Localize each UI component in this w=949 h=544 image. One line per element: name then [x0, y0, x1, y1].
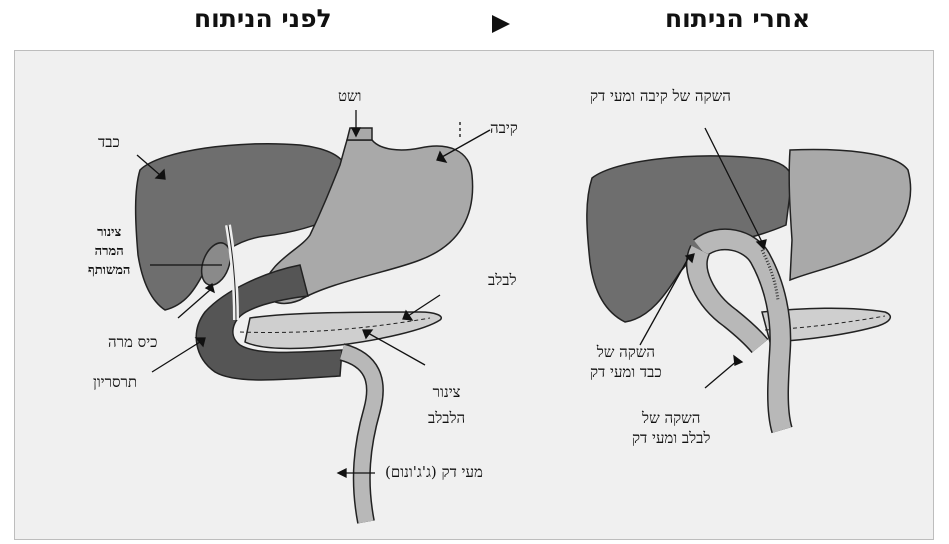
label-jejunum: מעי דק (ג'ג'ונום): [385, 462, 483, 482]
label-liver: כבד: [98, 132, 120, 152]
stomach-after: [789, 150, 910, 280]
label-liver-anastomosis-line-2: כבד ומעי דק: [590, 362, 662, 382]
label-duodenum: תרסריון: [93, 372, 137, 392]
label-pancreas-anastomosis-line-1: השקה של: [632, 408, 710, 428]
label-pancreatic-duct-line-2: הלבלב: [428, 408, 465, 428]
label-pancreas-anastomosis-line-2: לבלב ומעי דק: [632, 428, 710, 448]
label-esophagus: ושט: [338, 86, 362, 106]
label-pancreatic-duct-line-1: צינור: [428, 382, 465, 402]
label-liver-anastomosis-line-1: השקה של: [590, 342, 662, 362]
label-stomach-anastomosis: השקה של קיבה ומעי דק: [590, 86, 731, 106]
pancreas-before: [245, 312, 441, 348]
label-common-bile-duct: צינור המרה המשותף: [88, 223, 130, 280]
label-gallbladder: כיס מרה: [108, 332, 157, 352]
label-common-bile-duct-line-3: המשותף: [88, 261, 130, 280]
label-common-bile-duct-line-1: צינור: [88, 223, 130, 242]
label-liver-anastomosis: השקה של כבד ומעי דק: [590, 342, 662, 382]
label-stomach: קיבה: [490, 118, 518, 138]
label-pancreatic-duct: צינור הלבלב: [428, 382, 465, 428]
after-illustration: [587, 128, 911, 430]
label-pancreas-anastomosis: השקה של לבלב ומעי דק: [632, 408, 710, 448]
before-illustration: [136, 110, 490, 522]
label-pancreas: לבלב: [488, 270, 517, 290]
label-common-bile-duct-line-2: המרה: [88, 242, 130, 261]
